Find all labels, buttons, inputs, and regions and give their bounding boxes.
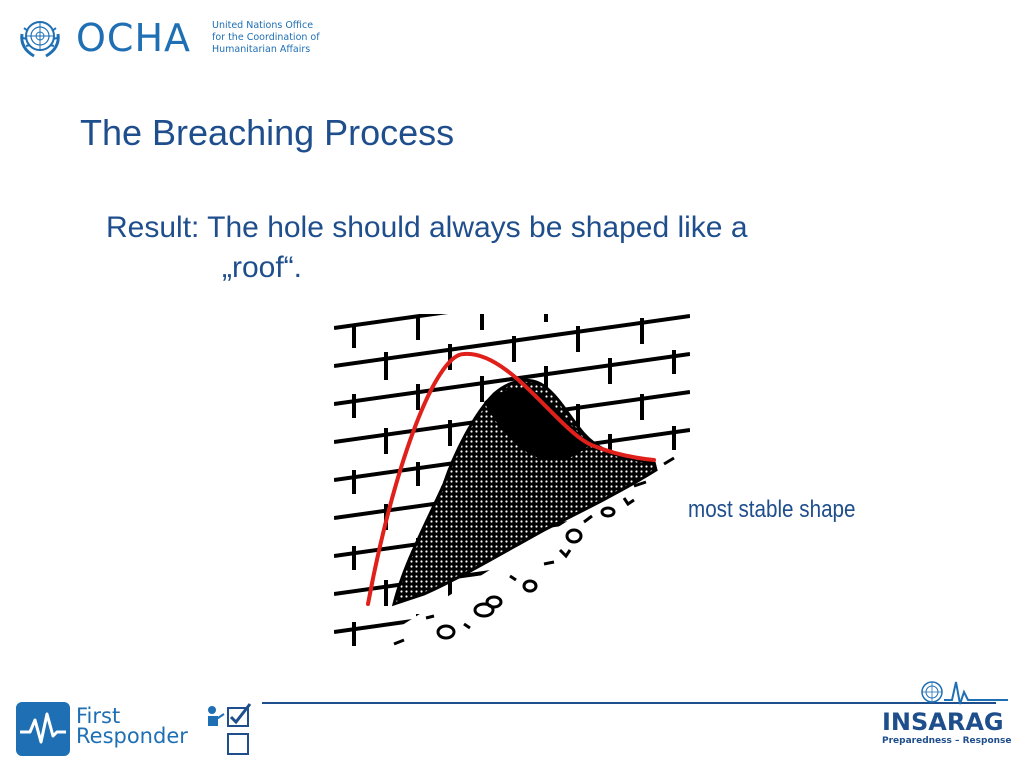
breach-hole (391, 378, 658, 607)
pulse-icon (16, 702, 70, 756)
checklist-icon (208, 703, 252, 755)
ocha-subtitle-line: Humanitarian Affairs (212, 44, 311, 55)
result-text: Result: The hole should always be shaped… (106, 208, 866, 288)
pulse-line-icon (944, 681, 1008, 705)
ocha-logo: OCHA United Nations Office for the Coord… (16, 12, 336, 62)
ocha-subtitle-line: for the Coordination of (212, 32, 320, 43)
first-responder-line: Responder (76, 724, 188, 748)
roof-curve (366, 351, 656, 606)
un-emblem-icon (20, 21, 60, 58)
insarag-wordmark: INSARAG (882, 708, 1004, 736)
insarag-logo: INSARAG Preparedness – Response (880, 676, 1012, 756)
ocha-subtitle: United Nations Office for the Coordinati… (212, 20, 342, 56)
result-line: Result: The hole should always be shaped… (106, 211, 748, 244)
insarag-tagline: Preparedness – Response (882, 736, 1012, 746)
ocha-subtitle-line: United Nations Office (212, 20, 314, 31)
brick-wall-illustration (334, 314, 690, 668)
result-line: „roof“. (222, 251, 303, 284)
footer-divider (262, 702, 996, 704)
first-responder-line: First (76, 704, 121, 728)
un-emblem-icon (921, 681, 943, 703)
first-responder-logo: First Responder (16, 702, 261, 758)
rubble (393, 456, 675, 646)
slide-title: The Breaching Process (80, 112, 455, 153)
first-responder-text: First Responder (76, 704, 188, 748)
shape-caption: most stable shape (688, 496, 856, 523)
ocha-wordmark: OCHA (76, 16, 192, 60)
